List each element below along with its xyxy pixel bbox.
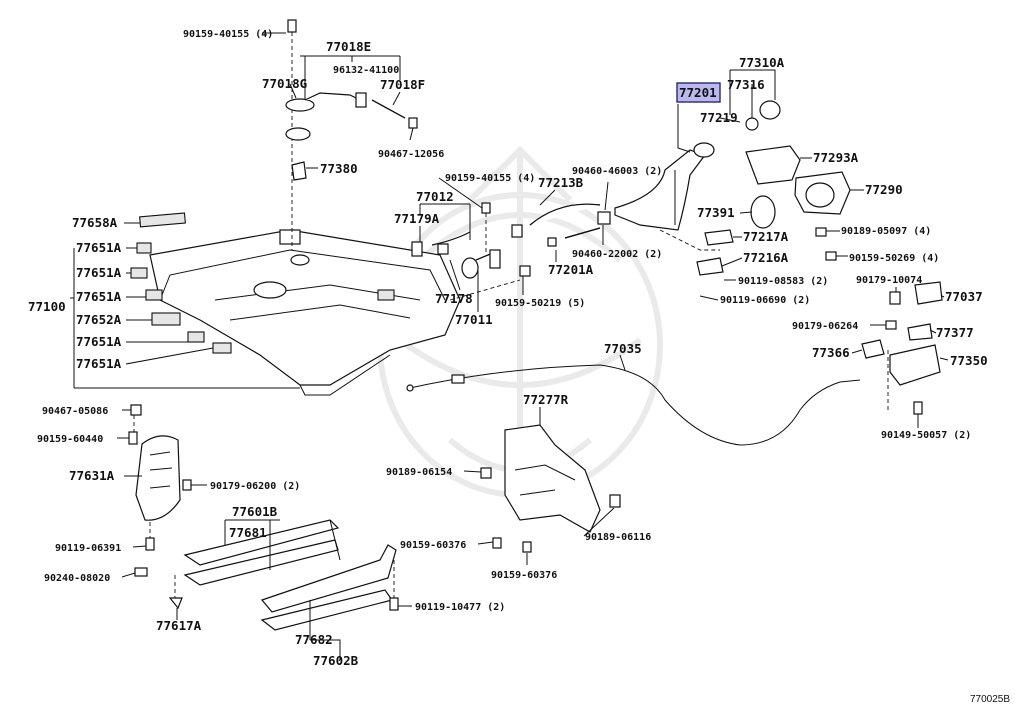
tank-band-77601B[interactable] [134, 519, 341, 610]
label-77651A-3[interactable]: 77651A [76, 289, 122, 304]
label-90189-05097-4[interactable]: 90189-05097 (4) [841, 226, 931, 237]
label-77651A-4[interactable]: 77651A [76, 334, 122, 349]
label-77350[interactable]: 77350 [950, 353, 988, 368]
label-90240-08020[interactable]: 90240-08020 [44, 573, 110, 584]
label-77652A[interactable]: 77652A [76, 312, 122, 327]
label-77651A-2[interactable]: 77651A [76, 265, 122, 280]
label-77201[interactable]: 77201 [679, 85, 717, 100]
highlight-box-77201 [676, 82, 721, 103]
label-90179-06200-2[interactable]: 90179-06200 (2) [210, 481, 300, 492]
label-77601B[interactable]: 77601B [232, 504, 278, 519]
label-77681[interactable]: 77681 [229, 525, 267, 540]
label-90460-22002-2[interactable]: 90460-22002 (2) [572, 249, 662, 260]
filler-hose-77213B[interactable] [529, 203, 611, 247]
label-77658A[interactable]: 77658A [72, 215, 118, 230]
label-77293A[interactable]: 77293A [813, 150, 859, 165]
label-77035[interactable]: 77035 [604, 341, 642, 356]
label-77219[interactable]: 77219 [700, 110, 738, 125]
label-77037[interactable]: 77037 [945, 289, 983, 304]
label-90159-50219-5[interactable]: 90159-50219 (5) [495, 298, 585, 309]
label-90179-10074[interactable]: 90179-10074 [856, 275, 922, 286]
sender-gauge-assembly[interactable] [285, 19, 418, 250]
label-77377[interactable]: 77377 [936, 325, 974, 340]
label-77018F[interactable]: 77018F [380, 77, 425, 92]
leader-lines [70, 32, 949, 660]
label-77217A[interactable]: 77217A [743, 229, 789, 244]
filler-pipe-77201[interactable] [614, 142, 734, 276]
label-90119-08583-2[interactable]: 90119-08583 (2) [738, 276, 828, 287]
label-90179-06264[interactable]: 90179-06264 [792, 321, 858, 332]
label-77012[interactable]: 77012 [416, 189, 454, 204]
label-77316[interactable]: 77316 [727, 77, 765, 92]
label-77391[interactable]: 77391 [697, 205, 735, 220]
part-labels: 90159-40155 (4) 77018E 96132-41100 77018… [28, 29, 988, 668]
label-90159-60440[interactable]: 90159-60440 [37, 434, 103, 445]
label-90119-06690-2[interactable]: 90119-06690 (2) [720, 295, 810, 306]
label-90467-12056[interactable]: 90467-12056 [378, 149, 444, 160]
label-77213B[interactable]: 77213B [538, 175, 584, 190]
label-90159-60376-b[interactable]: 90159-60376 [491, 570, 557, 581]
label-77179A[interactable]: 77179A [394, 211, 440, 226]
label-77310A[interactable]: 77310A [739, 55, 785, 70]
label-77651A-5[interactable]: 77651A [76, 356, 122, 371]
label-77651A-1[interactable]: 77651A [76, 240, 122, 255]
tank-pads [130, 212, 395, 354]
fuel-tank-77100[interactable] [149, 229, 461, 396]
diagram-reference-code: 770025B [970, 694, 1010, 705]
label-90159-40155-4-mid[interactable]: 90159-40155 (4) [445, 173, 535, 184]
heat-shield-77277R[interactable] [480, 424, 621, 553]
label-77201A[interactable]: 77201A [548, 262, 594, 277]
fuel-cap-assembly[interactable] [745, 100, 943, 415]
fuel-lines-center[interactable] [411, 202, 531, 301]
label-96132-41100[interactable]: 96132-41100 [333, 65, 399, 76]
label-77178[interactable]: 77178 [435, 291, 473, 306]
label-90119-10477-2[interactable]: 90119-10477 (2) [415, 602, 505, 613]
label-77018G[interactable]: 77018G [262, 76, 307, 91]
label-90159-40155-4-top[interactable]: 90159-40155 (4) [183, 29, 273, 40]
label-77602B[interactable]: 77602B [313, 653, 359, 668]
label-77216A[interactable]: 77216A [743, 250, 789, 265]
label-90189-06154[interactable]: 90189-06154 [386, 467, 452, 478]
label-77682[interactable]: 77682 [295, 632, 333, 647]
label-77380[interactable]: 77380 [320, 161, 358, 176]
label-77366[interactable]: 77366 [812, 345, 850, 360]
label-77100[interactable]: 77100 [28, 299, 66, 314]
tank-band-bracket-77631A[interactable] [128, 404, 192, 551]
label-77011[interactable]: 77011 [455, 312, 493, 327]
fuel-lid-opener-cable-77035[interactable] [406, 364, 861, 446]
label-77290[interactable]: 77290 [865, 182, 903, 197]
label-90460-46003-2[interactable]: 90460-46003 (2) [572, 166, 662, 177]
label-77277R[interactable]: 77277R [523, 392, 569, 407]
label-77018E[interactable]: 77018E [326, 39, 371, 54]
label-77631A[interactable]: 77631A [69, 468, 115, 483]
label-90119-06391[interactable]: 90119-06391 [55, 543, 121, 554]
label-90467-05086[interactable]: 90467-05086 [42, 406, 108, 417]
label-77617A[interactable]: 77617A [156, 618, 202, 633]
label-90159-60376-a[interactable]: 90159-60376 [400, 540, 466, 551]
tank-band-77602B[interactable] [260, 544, 399, 631]
label-90189-06116[interactable]: 90189-06116 [585, 532, 651, 543]
label-90159-50269-4[interactable]: 90159-50269 (4) [849, 253, 939, 264]
label-90149-50057-2[interactable]: 90149-50057 (2) [881, 430, 971, 441]
